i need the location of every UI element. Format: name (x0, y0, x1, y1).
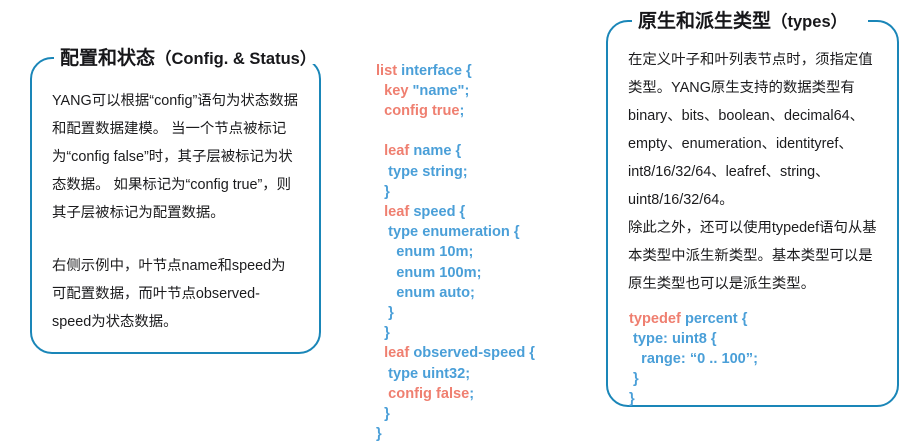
code-line: } (376, 404, 535, 424)
code-line: typedef percent { (629, 309, 758, 329)
panel-config-title-en: （Config. & Status） (155, 50, 317, 68)
panel-config-title-zh: 配置和状态 (60, 48, 156, 69)
code-keyword: leaf (376, 204, 414, 220)
code-identifier: "name"; (412, 82, 470, 99)
code-block-typedef: typedef percent { type: uint8 { range: “… (629, 309, 758, 410)
code-identifier: ; (469, 385, 475, 402)
code-keyword: config true (376, 103, 460, 119)
code-line: } (376, 303, 535, 323)
code-identifier: interface { (401, 62, 472, 79)
code-keyword: typedef (629, 310, 685, 327)
panel-types-body: 在定义叶子和叶列表节点时，须指定值类型。YANG原生支持的数据类型有binary… (606, 20, 899, 298)
code-line: type enumeration { (376, 222, 535, 242)
code-blank-line (376, 121, 535, 141)
code-keyword: key (376, 82, 413, 99)
code-identifier: } (376, 426, 382, 443)
code-identifier: name { (413, 143, 462, 160)
code-line: } (629, 389, 758, 409)
code-identifier: percent { (684, 310, 748, 327)
code-identifier: range: “0 .. 100”; (629, 351, 758, 367)
code-line: type string; (376, 162, 535, 182)
panel-config-paragraph-1: YANG可以根据“config”语句为状态数据和配置数据建模。 当一个节点被标记… (52, 93, 298, 221)
code-line: type: uint8 { (629, 329, 758, 349)
panel-config-and-status: 配置和状态（Config. & Status） YANG可以根据“config”… (30, 48, 322, 354)
code-identifier: type: uint8 { (629, 330, 717, 347)
code-identifier: ; (459, 103, 465, 119)
code-line: list interface { (376, 61, 535, 81)
code-identifier: } (376, 305, 394, 322)
code-identifier: speed { (413, 204, 466, 220)
code-identifier: enum 100m; (376, 264, 482, 281)
panel-types-title: 原生和派生类型（types） (638, 6, 847, 33)
code-identifier: type string; (376, 163, 468, 180)
panel-config-title: 配置和状态（Config. & Status） (60, 43, 316, 70)
code-line: type uint32; (376, 364, 535, 384)
panel-types-title-zh: 原生和派生类型 (638, 11, 772, 32)
code-keyword: leaf (376, 143, 414, 160)
code-block-interface: list interface { key "name"; config true… (376, 61, 535, 444)
code-identifier: enum 10m; (376, 244, 474, 261)
code-line: config false; (376, 384, 535, 404)
code-keyword: config false (376, 385, 470, 402)
code-identifier: enum auto; (376, 284, 475, 301)
code-identifier: type uint32; (376, 365, 471, 382)
panel-types-title-en: （types） (771, 13, 848, 31)
panel-types-paragraph-2: 除此之外，还可以使用typedef语句从基本类型中派生新类型。基本类型可以是原生… (628, 220, 877, 292)
panel-types-paragraph-1: 在定义叶子和叶列表节点时，须指定值类型。YANG原生支持的数据类型有binary… (628, 52, 873, 208)
code-identifier: } (629, 391, 635, 408)
code-line: } (376, 182, 535, 202)
code-line: enum auto; (376, 283, 535, 303)
code-line: key "name"; (376, 81, 535, 101)
code-line: enum 10m; (376, 242, 535, 262)
code-line: leaf observed-speed { (376, 343, 535, 363)
code-identifier: observed-speed { (413, 345, 535, 362)
code-keyword: list (376, 62, 402, 79)
panel-native-and-derived-types: 原生和派生类型（types） 在定义叶子和叶列表节点时，须指定值类型。YANG原… (606, 11, 899, 407)
code-line: leaf speed { (376, 202, 535, 222)
panel-types-title-notch (632, 13, 868, 27)
panel-config-body: YANG可以根据“config”语句为状态数据和配置数据建模。 当一个节点被标记… (30, 57, 321, 336)
code-keyword: leaf (376, 345, 414, 362)
code-identifier: } (629, 371, 639, 388)
panel-config-title-notch (54, 50, 322, 64)
code-line: config true; (376, 101, 535, 121)
code-line: } (376, 424, 535, 444)
panel-config-paragraph-2: 右侧示例中，叶节点name和speed为可配置数据，而叶节点observed-s… (52, 258, 286, 330)
code-identifier: } (376, 325, 390, 342)
code-identifier: } (376, 183, 390, 200)
code-line: } (629, 369, 758, 389)
code-line: leaf name { (376, 141, 535, 161)
code-line: } (376, 323, 535, 343)
code-line: range: “0 .. 100”; (629, 349, 758, 369)
code-identifier: } (376, 406, 390, 423)
code-line: enum 100m; (376, 263, 535, 283)
code-identifier: type enumeration { (376, 224, 520, 241)
